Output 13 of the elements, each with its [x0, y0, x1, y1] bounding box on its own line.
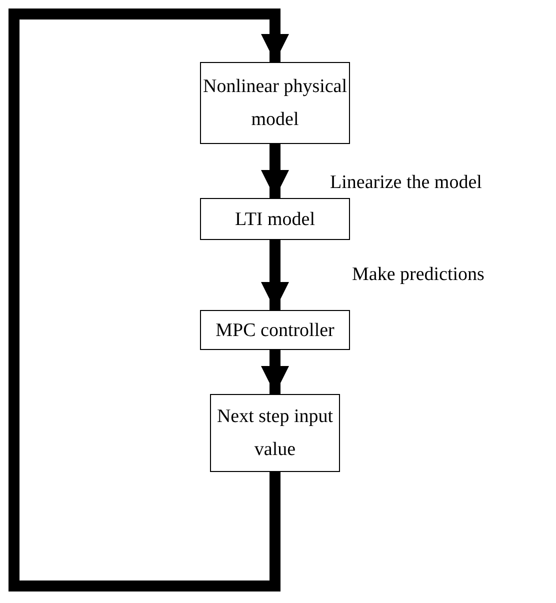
arrow	[261, 240, 289, 310]
process-box	[210, 394, 340, 472]
arrow	[8, 8, 289, 592]
process-box	[200, 198, 350, 240]
arrow	[261, 350, 289, 394]
arrow	[261, 144, 289, 198]
box-label: LTI model	[234, 208, 316, 232]
process-box	[200, 62, 350, 144]
box-label: MPC controller	[216, 318, 334, 342]
box-label: Nonlinear physical model	[202, 75, 348, 132]
box-label: Next step input value	[216, 405, 334, 462]
process-box	[200, 310, 350, 350]
edge-label: Make predictions	[352, 264, 484, 286]
